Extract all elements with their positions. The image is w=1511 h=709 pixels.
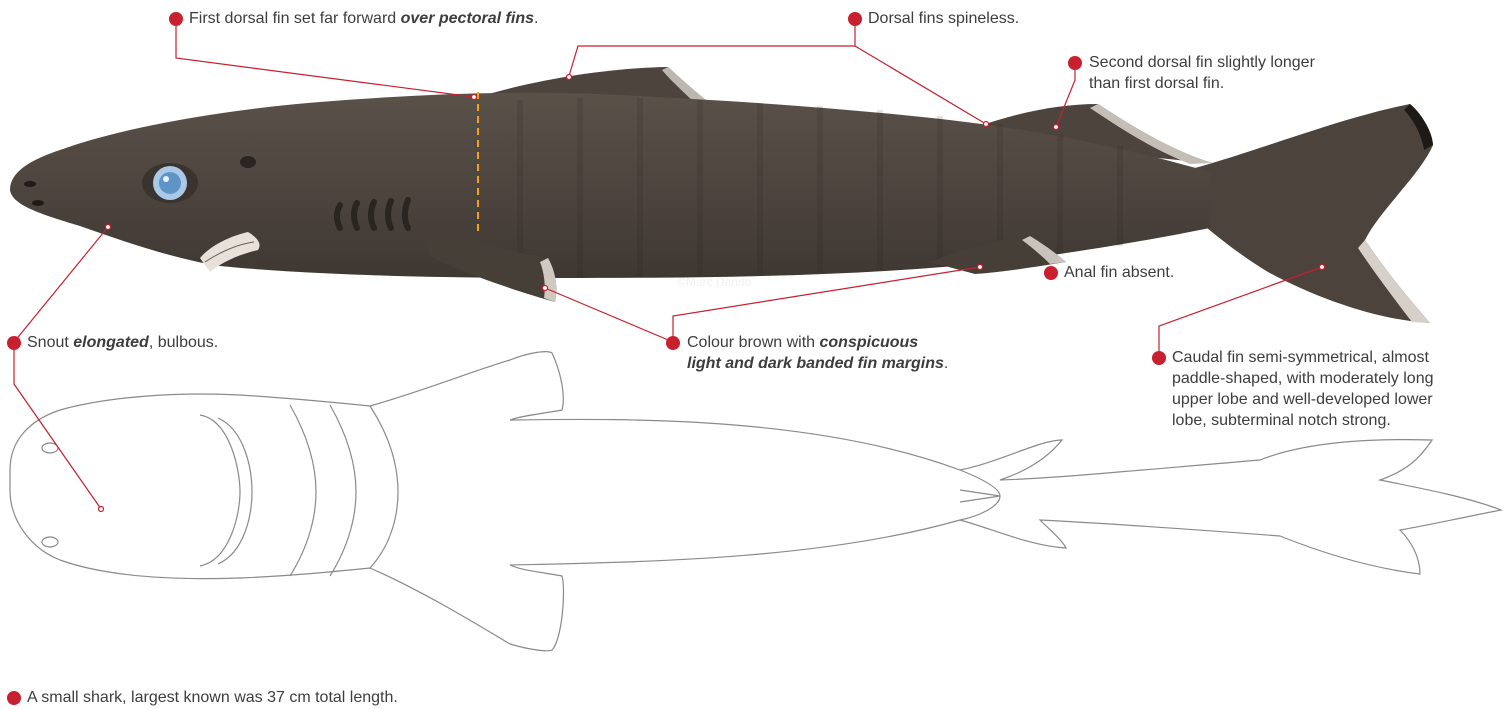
- anchor-caudal: [1320, 265, 1325, 270]
- nostril-upper: [24, 181, 36, 187]
- leader-dorsal-spineless-2: [855, 46, 986, 124]
- leader-snout-2: [14, 227, 108, 342]
- label-snout: Snout elongated, bulbous.: [27, 332, 218, 353]
- leader-colour-2: [545, 288, 673, 342]
- bullet-dot: [1152, 351, 1166, 365]
- anchor-colour-2: [543, 286, 548, 291]
- nostril-lower: [32, 200, 44, 206]
- spiracle: [240, 156, 256, 168]
- label-line: Second dorsal fin slightly longer: [1089, 52, 1315, 73]
- label-line: lobe, subterminal notch strong.: [1172, 410, 1434, 431]
- label-text: .: [944, 355, 948, 372]
- bullet-dot: [169, 12, 183, 26]
- label-anal-fin: Anal fin absent.: [1064, 262, 1174, 283]
- label-text: Colour brown with: [687, 334, 820, 351]
- label-text: Dorsal fins spineless.: [868, 10, 1019, 27]
- eye: [142, 163, 198, 203]
- label-size: A small shark, largest known was 37 cm t…: [27, 687, 398, 708]
- label-line: than first dorsal fin.: [1089, 73, 1315, 94]
- anchor-snout-lateral: [106, 225, 111, 230]
- label-second-dorsal: Second dorsal fin slightly longer than f…: [1089, 52, 1315, 94]
- label-text: Snout: [27, 334, 73, 351]
- leader-first-dorsal: [176, 18, 474, 97]
- label-emphasis: over pectoral fins: [401, 10, 534, 27]
- label-emphasis: elongated: [73, 334, 149, 351]
- bullet-dot: [848, 12, 862, 26]
- leader-snout: [14, 342, 101, 509]
- label-line: upper lobe and well-developed lower: [1172, 389, 1434, 410]
- anchor-dorsal-spineless: [567, 75, 572, 80]
- label-text: First dorsal fin set far forward: [189, 10, 401, 27]
- leader-dorsal-spineless: [569, 18, 855, 76]
- label-emphasis: light and dark banded fin margins: [687, 355, 944, 372]
- label-dorsal-spineless: Dorsal fins spineless.: [868, 8, 1019, 29]
- bullet-dot: [666, 336, 680, 350]
- label-caudal: Caudal fin semi-symmetrical, almost padd…: [1172, 347, 1434, 431]
- label-line: Caudal fin semi-symmetrical, almost: [1172, 347, 1434, 368]
- label-colour: Colour brown with conspicuous light and …: [687, 332, 948, 374]
- bullet-dot: [7, 336, 21, 350]
- label-text: .: [534, 10, 538, 27]
- anchor-first-dorsal: [472, 95, 477, 100]
- bullet-dot: [1044, 266, 1058, 280]
- label-line: paddle-shaped, with moderately long: [1172, 368, 1434, 389]
- anchor-dorsal-spineless-2: [984, 122, 989, 127]
- bullet-dot: [1068, 56, 1082, 70]
- credit: ©Marc Dando: [677, 275, 751, 289]
- label-text: A small shark, largest known was 37 cm t…: [27, 689, 398, 706]
- label-first-dorsal: First dorsal fin set far forward over pe…: [189, 8, 538, 29]
- anchor-snout-ventral: [99, 507, 104, 512]
- anchor-second-dorsal: [1054, 125, 1059, 130]
- bullet-dot: [7, 691, 21, 705]
- anchor-colour: [978, 265, 983, 270]
- label-text: Anal fin absent.: [1064, 264, 1174, 281]
- label-emphasis: conspicuous: [820, 334, 919, 351]
- label-text: , bulbous.: [149, 334, 218, 351]
